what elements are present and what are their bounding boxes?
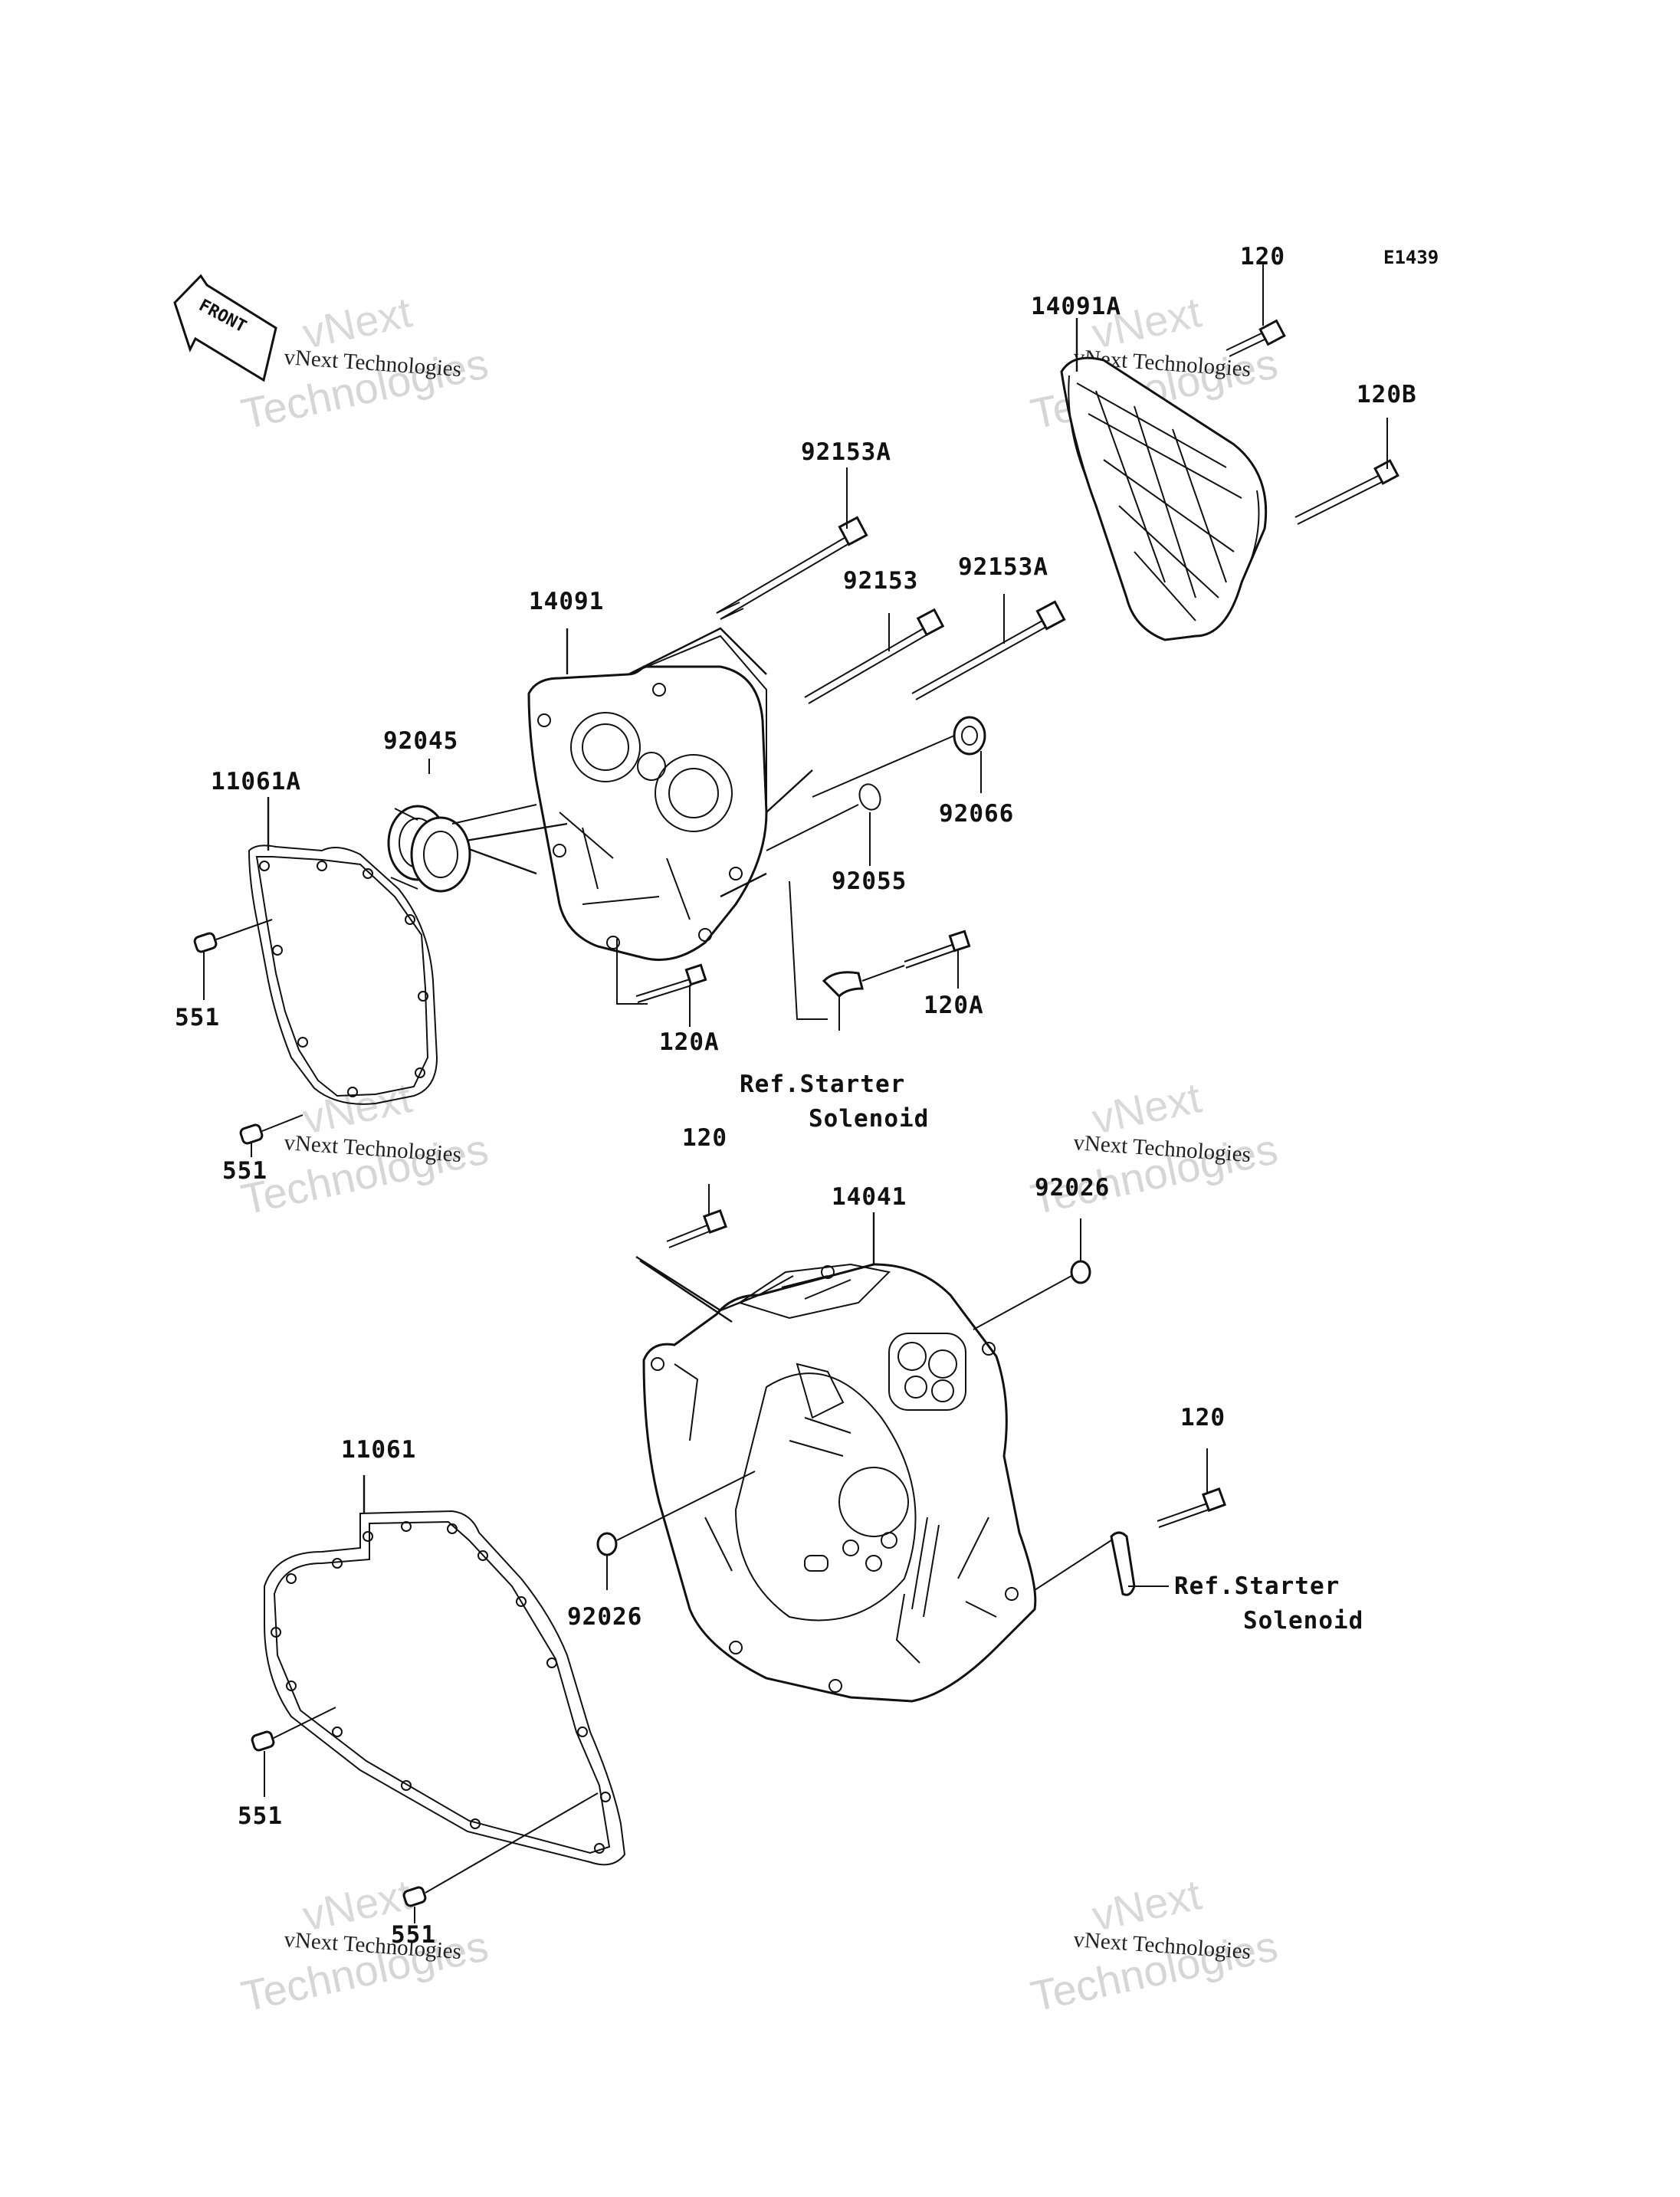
label-120-low: 120 <box>1180 1404 1226 1431</box>
gasket-11061 <box>264 1475 626 1866</box>
label-ref-starter-upper: Ref.Starter <box>740 1071 905 1098</box>
label-solenoid-upper: Solenoid <box>809 1105 929 1133</box>
bolt-120B <box>1294 418 1399 525</box>
watermark-bottom-left: vNext Technologies vNext Technologies <box>237 1870 492 2020</box>
label-551-a: 551 <box>175 1004 220 1031</box>
bolt-120-top <box>1226 264 1286 357</box>
label-120A-left: 120A <box>659 1028 720 1056</box>
label-120A-right: 120A <box>924 992 984 1019</box>
label-11061: 11061 <box>341 1436 416 1464</box>
label-92045: 92045 <box>383 727 458 755</box>
dowel-551-d <box>402 1792 599 1923</box>
label-92153A-lower: 92153A <box>958 553 1048 581</box>
dowel-551-c <box>251 1707 336 1797</box>
front-arrow-icon: FRONT <box>173 274 277 382</box>
label-solenoid-lower: Solenoid <box>1243 1607 1363 1635</box>
plug-92066 <box>812 716 986 798</box>
gasket-11061A <box>248 797 438 1105</box>
bolt-92153 <box>804 608 945 704</box>
o-ring-92055 <box>766 783 881 866</box>
callout-labels: 120 14091A 120B 92153A 92153 92153A 1409… <box>175 243 1417 1949</box>
label-120B: 120B <box>1357 381 1417 408</box>
watermark-mid-left: vNext Technologies vNext Technologies <box>237 1073 492 1223</box>
diagram-code: E1439 <box>1383 247 1439 268</box>
label-11061A: 11061A <box>211 768 301 795</box>
washer-92026-right <box>973 1218 1091 1330</box>
starter-solenoid-clip-upper <box>789 880 864 1031</box>
label-92026-left: 92026 <box>567 1603 642 1631</box>
inner-cover-14091 <box>527 635 768 961</box>
outer-cover-14091A <box>1060 356 1268 641</box>
starter-solenoid-clip-lower <box>1034 1531 1169 1596</box>
label-92153: 92153 <box>843 567 918 595</box>
label-92026-right: 92026 <box>1035 1174 1110 1202</box>
label-120-top: 120 <box>1240 243 1285 271</box>
leader-14091-assembly <box>451 627 813 898</box>
label-14041: 14041 <box>832 1183 907 1211</box>
bolt-120A-left <box>616 939 707 1027</box>
watermark-top-left: vNext Technologies vNext Technologies <box>237 287 492 438</box>
label-ref-starter-lower: Ref.Starter <box>1174 1572 1340 1600</box>
label-551-d: 551 <box>391 1921 436 1949</box>
bolt-92153A-lower <box>911 594 1066 700</box>
label-92066: 92066 <box>939 800 1014 828</box>
label-14091A: 14091A <box>1031 293 1121 320</box>
bolt-120-mid <box>666 1184 728 1248</box>
label-551-b: 551 <box>222 1157 267 1185</box>
label-14091: 14091 <box>529 588 604 615</box>
bearing-92045 <box>387 759 537 893</box>
bolt-92153A-upper <box>716 467 868 620</box>
label-92153A-upper: 92153A <box>801 438 891 466</box>
crankcase-14041 <box>642 1263 1037 1703</box>
bolt-120-low <box>1157 1448 1227 1528</box>
bolt-120A-right <box>861 930 971 989</box>
watermark-bottom-right: vNext Technologies vNext Technologies <box>1026 1870 1281 2020</box>
label-92055: 92055 <box>832 867 907 895</box>
washer-92026-left <box>596 1471 756 1590</box>
dowel-551-a <box>193 919 273 1000</box>
dowel-551-b <box>239 1114 304 1157</box>
label-120-mid: 120 <box>682 1124 727 1152</box>
leader-crankcase-upper <box>635 1255 760 1323</box>
label-551-c: 551 <box>238 1802 283 1830</box>
